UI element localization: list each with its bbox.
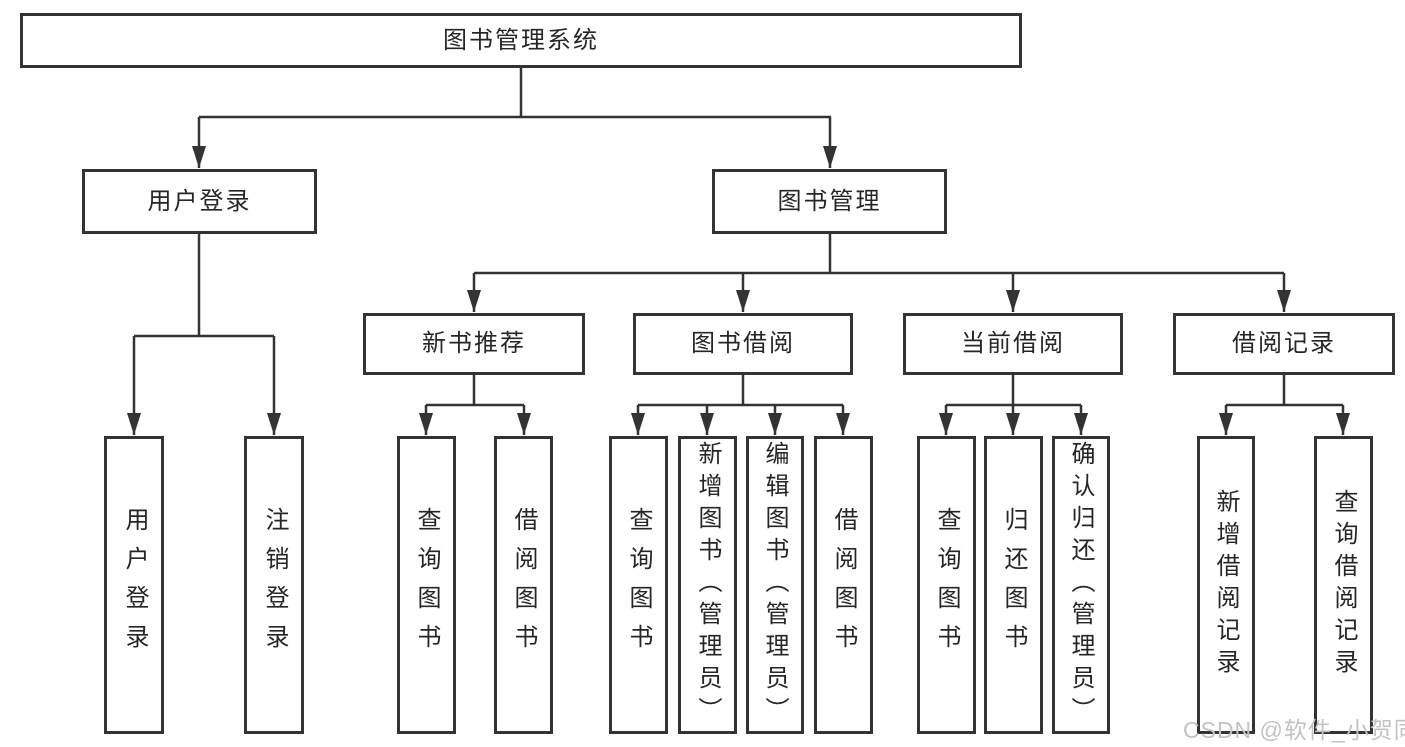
leaf-recommend-borrow-book: 借阅图书 [494,436,553,734]
node-current-borrowing: 当前借阅 [903,313,1123,375]
leaf-current-return-book: 归还图书 [984,436,1043,734]
node-user-login: 用户登录 [82,169,317,234]
node-book-borrowing: 图书借阅 [633,313,853,375]
connector-group [127,68,1350,435]
leaf-recommend-query-book: 查询图书 [397,436,456,734]
leaf-records-query-record: 查询借阅记录 [1314,436,1373,734]
node-system-root: 图书管理系统 [20,13,1022,68]
leaf-borrowing-add-book-admin: 新增图书（管理员） [678,436,737,734]
node-borrowing-records: 借阅记录 [1173,313,1395,375]
leaf-user-login: 用户登录 [104,436,164,734]
leaf-records-add-record: 新增借阅记录 [1197,436,1255,734]
csdn-watermark-main: CSDN @软件_小贺同 [1183,717,1405,743]
csdn-watermark: CSDN @软件_小贺同学 [1183,711,1405,745]
node-new-book-recommendation: 新书推荐 [363,313,585,375]
leaf-borrowing-query-book: 查询图书 [609,436,668,734]
leaf-current-confirm-return-admin: 确认归还（管理员） [1052,436,1110,734]
leaf-borrowing-borrow-book: 借阅图书 [814,436,873,734]
node-book-management: 图书管理 [712,169,947,234]
leaf-current-query-book: 查询图书 [917,436,976,734]
leaf-borrowing-edit-book-admin: 编辑图书（管理员） [746,436,804,734]
leaf-logout: 注销登录 [244,436,304,734]
